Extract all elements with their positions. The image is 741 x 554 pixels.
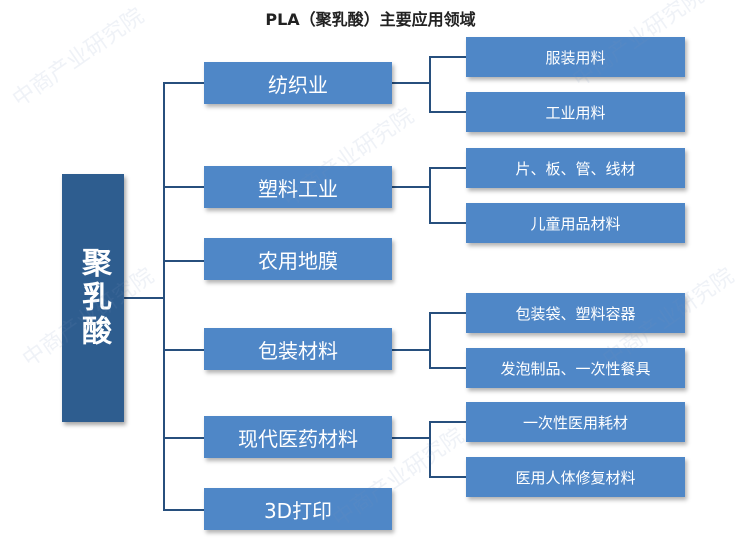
leaf-node-foam: 发泡制品、一次性餐具 [466,348,685,388]
branch-cat-4 [163,437,204,439]
sub-vertical-4 [429,421,431,477]
category-label: 纺织业 [268,72,328,97]
root-label: 聚乳酸 [76,247,111,349]
leaf-node-disposables: 一次性医用耗材 [466,402,685,442]
leaf-node-repair: 医用人体修复材料 [466,457,685,497]
leaf-node-bags: 包装袋、塑料容器 [466,293,685,333]
sub-connector-1 [392,186,430,188]
leaf-label: 一次性医用耗材 [522,413,628,432]
leaf-node-sheets: 片、板、管、线材 [466,148,685,188]
sub-vertical-1 [429,167,431,223]
sub-branch-1b [429,222,466,224]
leaf-label: 医用人体修复材料 [515,468,636,487]
sub-connector-3 [392,349,430,351]
leaf-label: 服装用料 [545,48,606,67]
sub-vertical-3 [429,312,431,368]
branch-cat-5 [163,509,204,511]
sub-vertical-0 [429,56,431,112]
category-label: 包装材料 [258,338,338,363]
leaf-label: 工业用料 [545,103,606,122]
category-node-3d-printing: 3D打印 [204,488,392,530]
sub-branch-1a [429,167,466,169]
sub-branch-4a [429,421,466,423]
trunk-vertical [163,82,165,510]
sub-branch-0b [429,111,466,113]
category-label: 现代医药材料 [238,426,358,451]
root-node: 聚乳酸 [62,174,124,422]
category-label: 农用地膜 [258,248,338,273]
category-node-packaging: 包装材料 [204,328,392,370]
leaf-label: 儿童用品材料 [530,214,621,233]
leaf-label: 包装袋、塑料容器 [515,304,636,323]
sub-branch-4b [429,476,466,478]
leaf-label: 发泡制品、一次性餐具 [500,359,651,378]
sub-branch-3a [429,312,466,314]
sub-branch-3b [429,367,466,369]
category-label: 塑料工业 [258,176,338,201]
branch-cat-2 [163,260,204,262]
branch-cat-0 [163,82,204,84]
branch-cat-1 [163,186,204,188]
diagram-title: PLA（聚乳酸）主要应用领域 [265,10,476,29]
category-node-plastics: 塑料工业 [204,166,392,208]
branch-cat-3 [163,349,204,351]
sub-branch-0a [429,56,466,58]
sub-connector-0 [392,82,430,84]
root-connector [124,297,164,299]
category-node-textile: 纺织业 [204,62,392,104]
leaf-label: 片、板、管、线材 [515,159,636,178]
leaf-node-childrens: 儿童用品材料 [466,203,685,243]
sub-connector-4 [392,437,430,439]
leaf-node-clothing: 服装用料 [466,37,685,77]
leaf-node-industrial: 工业用料 [466,92,685,132]
category-label: 3D打印 [263,498,333,523]
category-node-medical: 现代医药材料 [204,416,392,458]
category-node-mulch-film: 农用地膜 [204,238,392,280]
